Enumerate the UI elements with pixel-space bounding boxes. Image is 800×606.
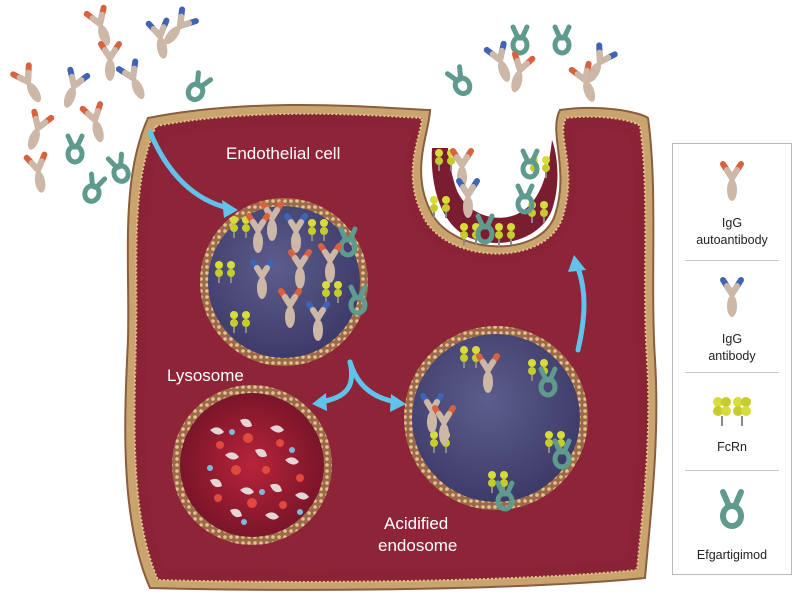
legend-label-line1: FcRn (717, 440, 747, 454)
membrane-invagination (429, 140, 558, 246)
endosome-upper (200, 198, 368, 366)
label-endothelial-cell: Endothelial cell (226, 144, 340, 163)
arrow-to-endosome (347, 359, 399, 405)
legend-divider (685, 260, 779, 261)
legend-divider (685, 372, 779, 373)
legend-label-line2: antibody (708, 349, 756, 363)
fcrn-icon (713, 397, 751, 426)
legend-label-line2: autoantibody (696, 233, 768, 247)
legend-divider (685, 470, 779, 471)
legend: IgG autoantibody IgG antibody FcR (672, 143, 792, 575)
label-acidified-line1: Acidified (384, 514, 448, 533)
legend-item-igg-antibody: IgG antibody (673, 270, 791, 365)
legend-item-igg-autoantibody: IgG autoantibody (673, 154, 791, 249)
arrow-uptake (147, 129, 231, 211)
igg-antibody-icon (720, 277, 744, 317)
flow-arrows (147, 129, 587, 412)
arrow-recycle-head (568, 255, 586, 272)
efgartigimod-icon (720, 489, 744, 529)
label-lysosome: Lysosome (167, 366, 244, 385)
legend-label-line1: IgG (721, 332, 743, 346)
arrow-to-lysosome-head (312, 393, 327, 411)
arrow-to-endosome-head (390, 394, 406, 412)
legend-label-line1: Efgartigimod (696, 548, 768, 562)
arrow-uptake-head (222, 200, 238, 218)
legend-item-fcrn: FcRn (673, 390, 791, 456)
legend-label-line1: IgG (721, 216, 743, 230)
extracellular-antibodies-right (447, 27, 614, 105)
legend-item-efgartigimod: Efgartigimod (673, 484, 791, 564)
lysosome (172, 385, 332, 545)
endosome-acidified (404, 326, 588, 510)
igg-autoantibody-icon (720, 161, 744, 201)
label-acidified-line2: endosome (378, 536, 457, 555)
arrow-recycle (575, 265, 587, 353)
